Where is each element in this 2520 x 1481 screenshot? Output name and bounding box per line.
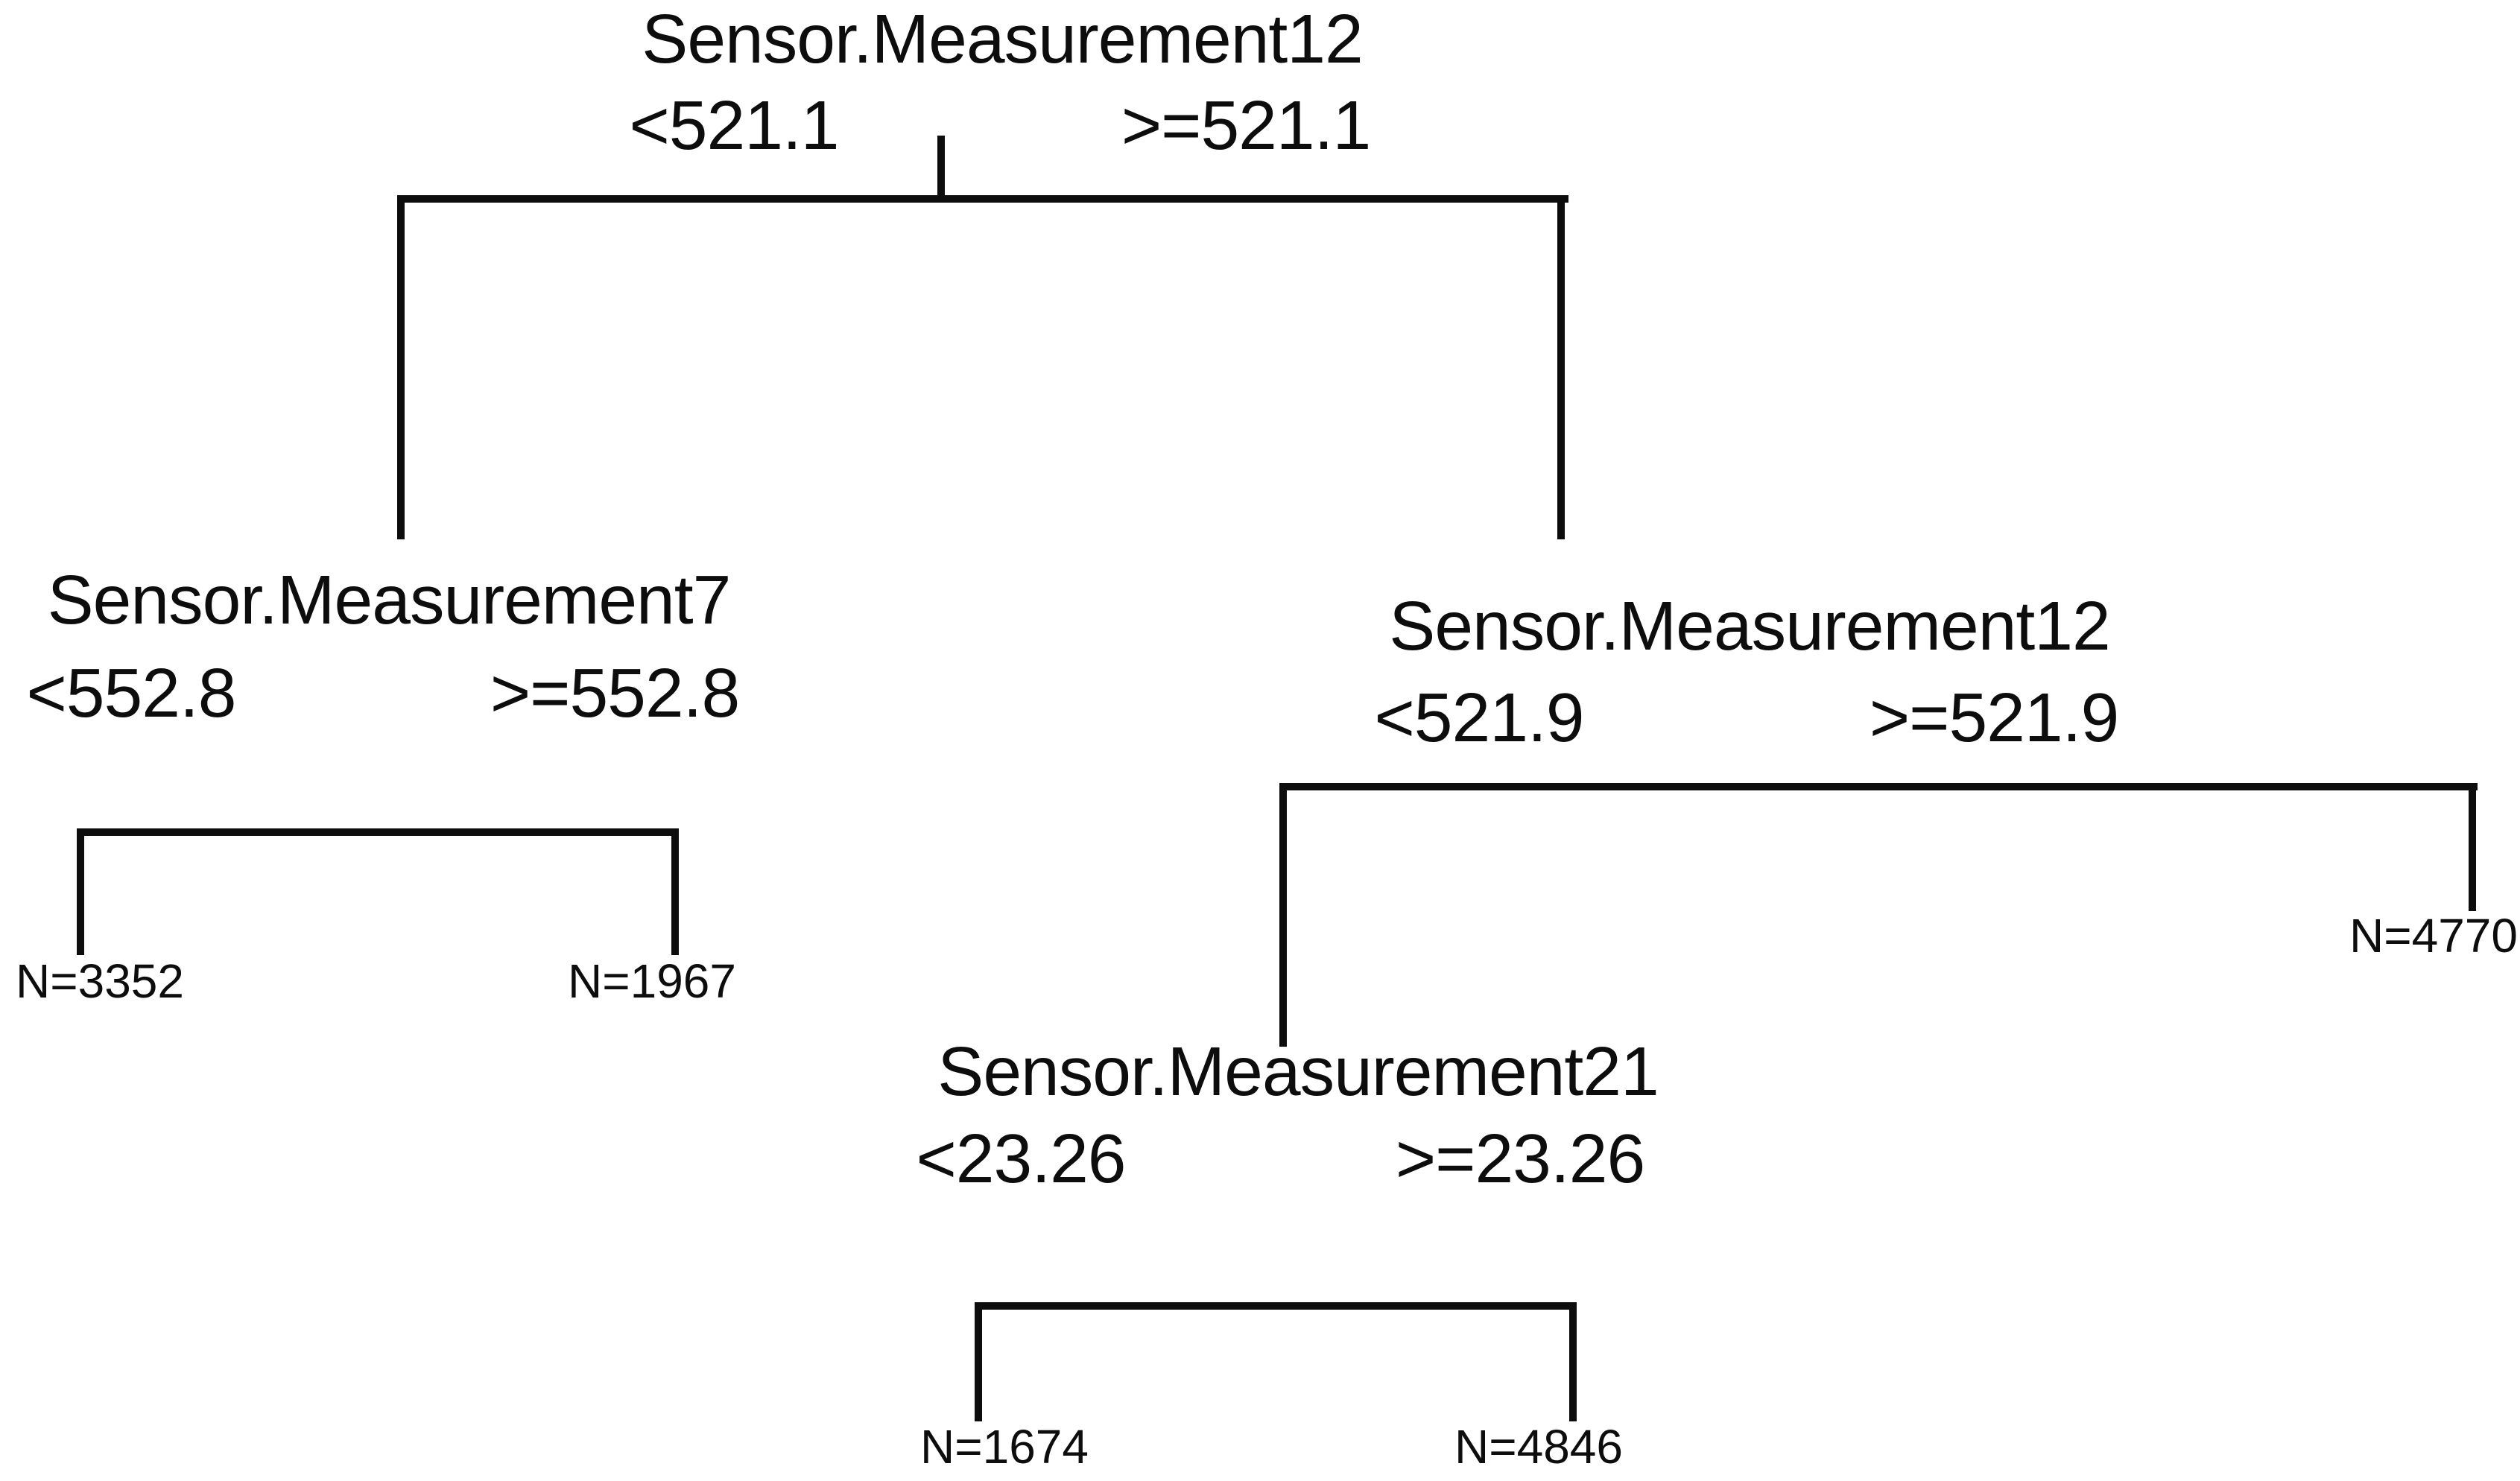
leaf-count-label: N=1967 <box>568 954 736 1008</box>
left-node-left-split-condition: <552.8 <box>26 654 236 732</box>
right-left-node-right-split-condition: >=23.26 <box>1395 1120 1645 1197</box>
leaf-count-label: N=4770 <box>2349 909 2518 963</box>
connector-right-left-node-right-drop <box>1569 1302 1577 1421</box>
left-node-right-split-condition: >=552.8 <box>490 654 740 732</box>
leaf-count-label: N=4846 <box>1454 1420 1623 1474</box>
leaf-count-label: N=3352 <box>16 954 184 1008</box>
connector-root-horizontal <box>397 195 1568 203</box>
right-node-left-split-condition: <521.9 <box>1374 679 1584 756</box>
connector-left-node-right-drop <box>671 828 679 955</box>
right-left-node-variable: Sensor.Measurement21 <box>937 1033 1659 1110</box>
connector-right-left-node-horizontal <box>975 1302 1577 1310</box>
connector-left-node-left-drop <box>77 828 84 955</box>
right-node-right-split-condition: >=521.9 <box>1869 679 2119 756</box>
right-left-node-left-split-condition: <23.26 <box>916 1120 1126 1197</box>
right-node-variable: Sensor.Measurement12 <box>1389 587 2110 665</box>
connector-left-node-horizontal <box>77 828 679 836</box>
connector-root-right-drop <box>1557 195 1565 539</box>
connector-right-node-right-drop <box>2469 783 2476 911</box>
root-right-split-condition: >=521.1 <box>1121 86 1371 164</box>
connector-root-left-drop <box>397 195 405 539</box>
root-left-split-condition: <521.1 <box>629 86 839 164</box>
connector-right-node-left-drop <box>1279 783 1287 1047</box>
leaf-count-label: N=1674 <box>920 1420 1089 1474</box>
connector-right-left-node-left-drop <box>975 1302 982 1421</box>
root-node-variable: Sensor.Measurement12 <box>642 0 1363 77</box>
connector-root-stub <box>937 136 945 201</box>
connector-right-node-horizontal <box>1279 783 2478 790</box>
left-node-variable: Sensor.Measurement7 <box>47 561 732 638</box>
